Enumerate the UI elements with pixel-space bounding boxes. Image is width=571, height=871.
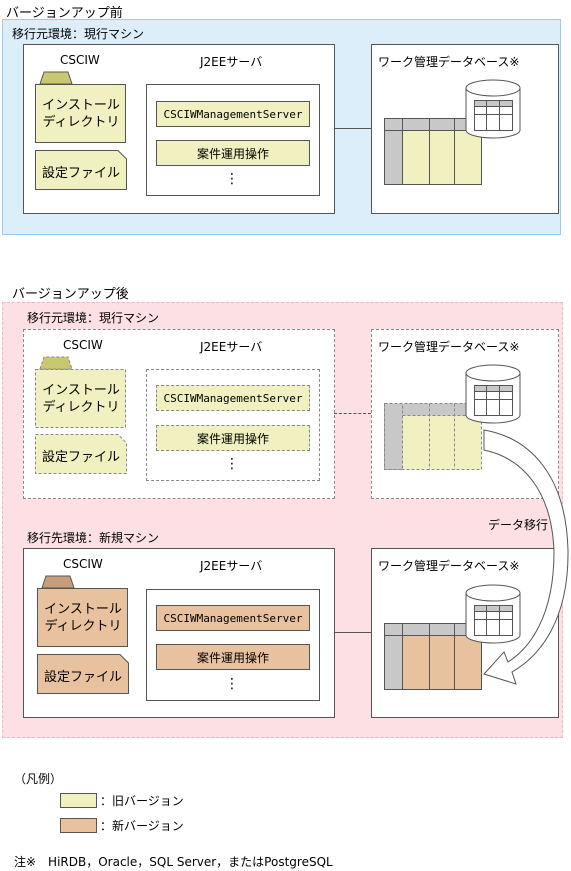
after-source-dots: ⋮: [225, 456, 239, 472]
before-install-dir-line1: インストール: [42, 98, 120, 113]
before-install-dir-line2: ディレクトリ: [42, 115, 120, 130]
before-install-dir-label: インストール ディレクトリ: [35, 97, 127, 131]
after-target-install-dir-line1: インストール: [44, 602, 122, 617]
after-source-install-dir-label: インストール ディレクトリ: [35, 382, 127, 416]
before-section-title: バージョンアップ前: [6, 6, 123, 21]
before-env-label: 移行元環境：現行マシン: [12, 27, 145, 41]
after-source-install-dir-line1: インストール: [42, 383, 120, 398]
after-source-case-ops-bar: 案件運用操作: [156, 425, 310, 451]
after-target-config-file-icon: [37, 654, 129, 694]
after-target-case-ops-bar: 案件運用操作: [156, 644, 310, 670]
after-target-j2ee-label: J2EEサーバ: [200, 559, 263, 573]
after-target-server-bar: CSCIWManagementServer: [156, 605, 310, 631]
after-source-config-file-icon: [35, 434, 127, 474]
before-server-bar: CSCIWManagementServer: [156, 101, 310, 127]
before-connector: [334, 128, 371, 129]
after-target-config-file-label: 設定ファイル: [43, 670, 122, 685]
after-target-install-dir-label: インストール ディレクトリ: [37, 601, 129, 635]
after-source-csciw-label: CSCIW: [63, 338, 103, 352]
after-source-connector: [334, 413, 371, 414]
footnote: 注※ HiRDB，Oracle，SQL Server，またはPostgreSQL: [14, 855, 333, 869]
after-section-title: バージョンアップ後: [12, 287, 129, 302]
after-target-connector: [334, 632, 371, 633]
after-target-dots: ⋮: [225, 676, 239, 692]
after-target-install-folder-icon: [37, 575, 128, 647]
after-target-db-icon: [384, 584, 521, 690]
legend-title: （凡例）: [14, 772, 63, 786]
legend-new-swatch: [60, 818, 97, 833]
after-source-install-dir-line2: ディレクトリ: [42, 400, 120, 415]
after-target-db-label: ワーク管理データベース※: [378, 559, 520, 573]
before-config-file-label: 設定ファイル: [41, 166, 120, 181]
after-source-server-bar: CSCIWManagementServer: [156, 385, 310, 411]
after-source-db-label: ワーク管理データベース※: [378, 340, 520, 354]
legend-new-label: ：新バージョン: [100, 819, 184, 833]
after-target-csciw-label: CSCIW: [63, 557, 103, 571]
before-dots: ⋮: [225, 171, 239, 187]
before-install-folder-icon: [35, 71, 126, 143]
before-db-icon: [384, 79, 521, 185]
before-j2ee-label: J2EEサーバ: [200, 55, 263, 69]
data-migration-arrow-icon: [483, 429, 569, 685]
after-target-install-dir-line2: ディレクトリ: [44, 619, 122, 634]
after-source-db-icon: [384, 364, 521, 470]
after-source-install-folder-icon: [35, 356, 126, 428]
legend-old-swatch: [60, 793, 97, 808]
after-source-j2ee-label: J2EEサーバ: [200, 340, 263, 354]
before-db-label: ワーク管理データベース※: [378, 55, 520, 69]
before-case-ops-bar: 案件運用操作: [156, 140, 310, 166]
after-source-config-file-label: 設定ファイル: [41, 450, 120, 465]
before-csciw-label: CSCIW: [60, 53, 100, 67]
data-migration-label: データ移行: [488, 518, 549, 532]
legend-old-label: ：旧バージョン: [100, 794, 184, 808]
after-target-env-label: 移行先環境：新規マシン: [27, 531, 160, 545]
before-config-file-icon: [35, 150, 127, 190]
after-source-env-label: 移行元環境：現行マシン: [27, 311, 160, 325]
